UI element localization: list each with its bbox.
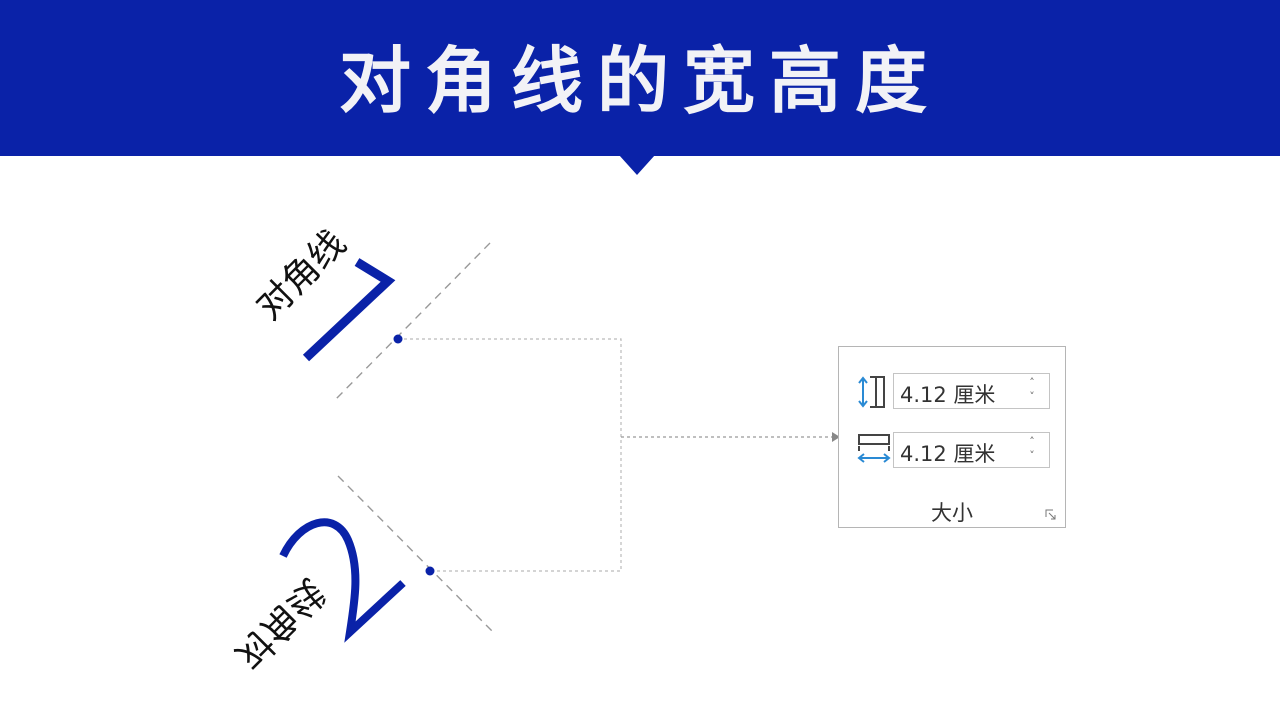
diagonal-guide-2 — [337, 475, 493, 632]
size-group-label: 大小 — [931, 501, 973, 525]
height-spinner[interactable]: ˄ ˅ — [1025, 376, 1039, 406]
arrow-head-icon — [832, 432, 840, 442]
shape-height-icon — [858, 376, 885, 408]
banner-pointer — [619, 155, 655, 175]
diagonal-guide-1 — [335, 242, 491, 400]
width-spinner[interactable]: ˄ ˅ — [1025, 435, 1039, 465]
title-banner — [0, 0, 1280, 156]
spin-up-icon[interactable]: ˄ — [1029, 435, 1035, 448]
height-input[interactable]: 4.12 厘米 ˄ ˅ — [893, 373, 1050, 409]
marker-dot-1 — [393, 334, 403, 344]
width-value: 4.12 厘米 — [900, 442, 996, 466]
marker-dot-2 — [425, 566, 435, 576]
numeral-1 — [302, 258, 396, 362]
width-row: 4.12 厘米 ˄ ˅ — [857, 432, 1053, 470]
spin-down-icon[interactable]: ˅ — [1029, 449, 1035, 462]
page-title: 对角线的宽高度 — [338, 39, 941, 123]
spin-up-icon[interactable]: ˄ — [1029, 376, 1035, 389]
numeral-2 — [279, 518, 406, 643]
dialog-launcher-icon[interactable] — [1045, 509, 1057, 521]
height-value: 4.12 厘米 — [900, 383, 996, 407]
height-row: 4.12 厘米 ˄ ˅ — [857, 373, 1053, 411]
spin-down-icon[interactable]: ˅ — [1029, 390, 1035, 403]
bracket-connector — [398, 338, 622, 572]
width-input[interactable]: 4.12 厘米 ˄ ˅ — [893, 432, 1050, 468]
shape-width-icon — [857, 434, 891, 463]
size-group-panel: 4.12 厘米 ˄ ˅ 4.12 厘米 ˄ ˅ 大小 — [838, 346, 1066, 528]
